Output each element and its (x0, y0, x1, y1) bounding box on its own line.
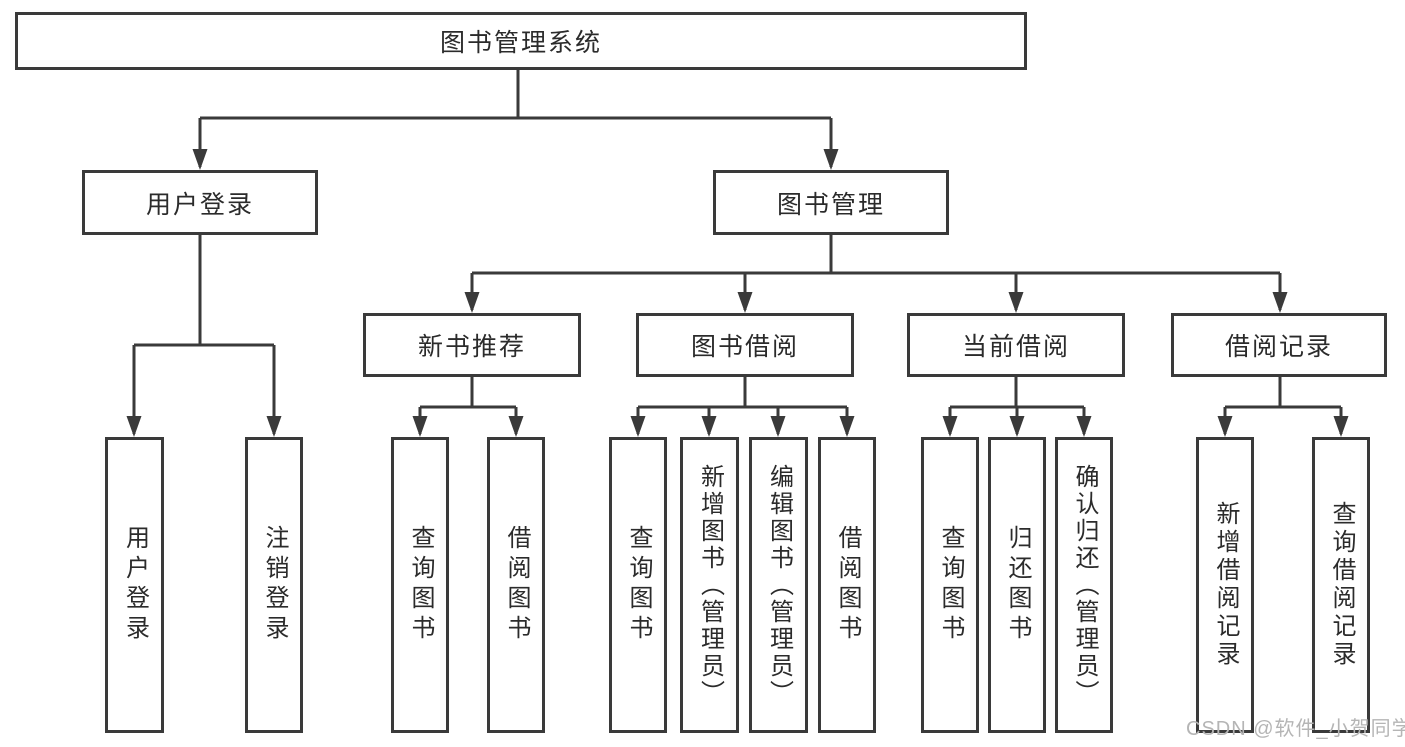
leaf-edit-books-admin: 编辑图书（管理员） (749, 437, 808, 733)
connector-book-borrowing (630, 377, 855, 437)
leaf-borrow-books-recommend: 借阅图书 (487, 437, 545, 733)
leaf-query-books-current: 查询图书 (921, 437, 979, 733)
node-book-borrowing: 图书借阅 (636, 313, 854, 377)
connector-new-book-recommend (412, 377, 524, 437)
node-new-book-recommend: 新书推荐 (363, 313, 581, 377)
leaf-borrow-books: 借阅图书 (818, 437, 876, 733)
node-user-login: 用户登录 (82, 170, 318, 235)
connector-borrow-records (1217, 377, 1349, 437)
leaf-return-books: 归还图书 (988, 437, 1046, 733)
leaf-confirm-return-admin: 确认归还（管理员） (1055, 437, 1113, 733)
connector-book-management (464, 235, 1288, 313)
leaf-query-books-recommend: 查询图书 (391, 437, 449, 733)
connector-user-login (126, 235, 282, 437)
csdn-watermark: CSDN @软件_小贺同学 (1186, 718, 1405, 740)
leaf-user-login: 用户登录 (105, 437, 164, 733)
connector-current-borrowing (942, 377, 1092, 437)
leaf-add-borrow-record: 新增借阅记录 (1196, 437, 1254, 733)
leaf-logout: 注销登录 (245, 437, 303, 733)
leaf-query-books-borrowing: 查询图书 (609, 437, 667, 733)
node-borrow-records: 借阅记录 (1171, 313, 1387, 377)
node-root: 图书管理系统 (15, 12, 1027, 70)
leaf-add-books-admin: 新增图书（管理员） (680, 437, 739, 733)
node-book-management: 图书管理 (713, 170, 949, 235)
connector-root (192, 70, 839, 170)
node-current-borrowing: 当前借阅 (907, 313, 1125, 377)
leaf-query-borrow-record: 查询借阅记录 (1312, 437, 1370, 733)
